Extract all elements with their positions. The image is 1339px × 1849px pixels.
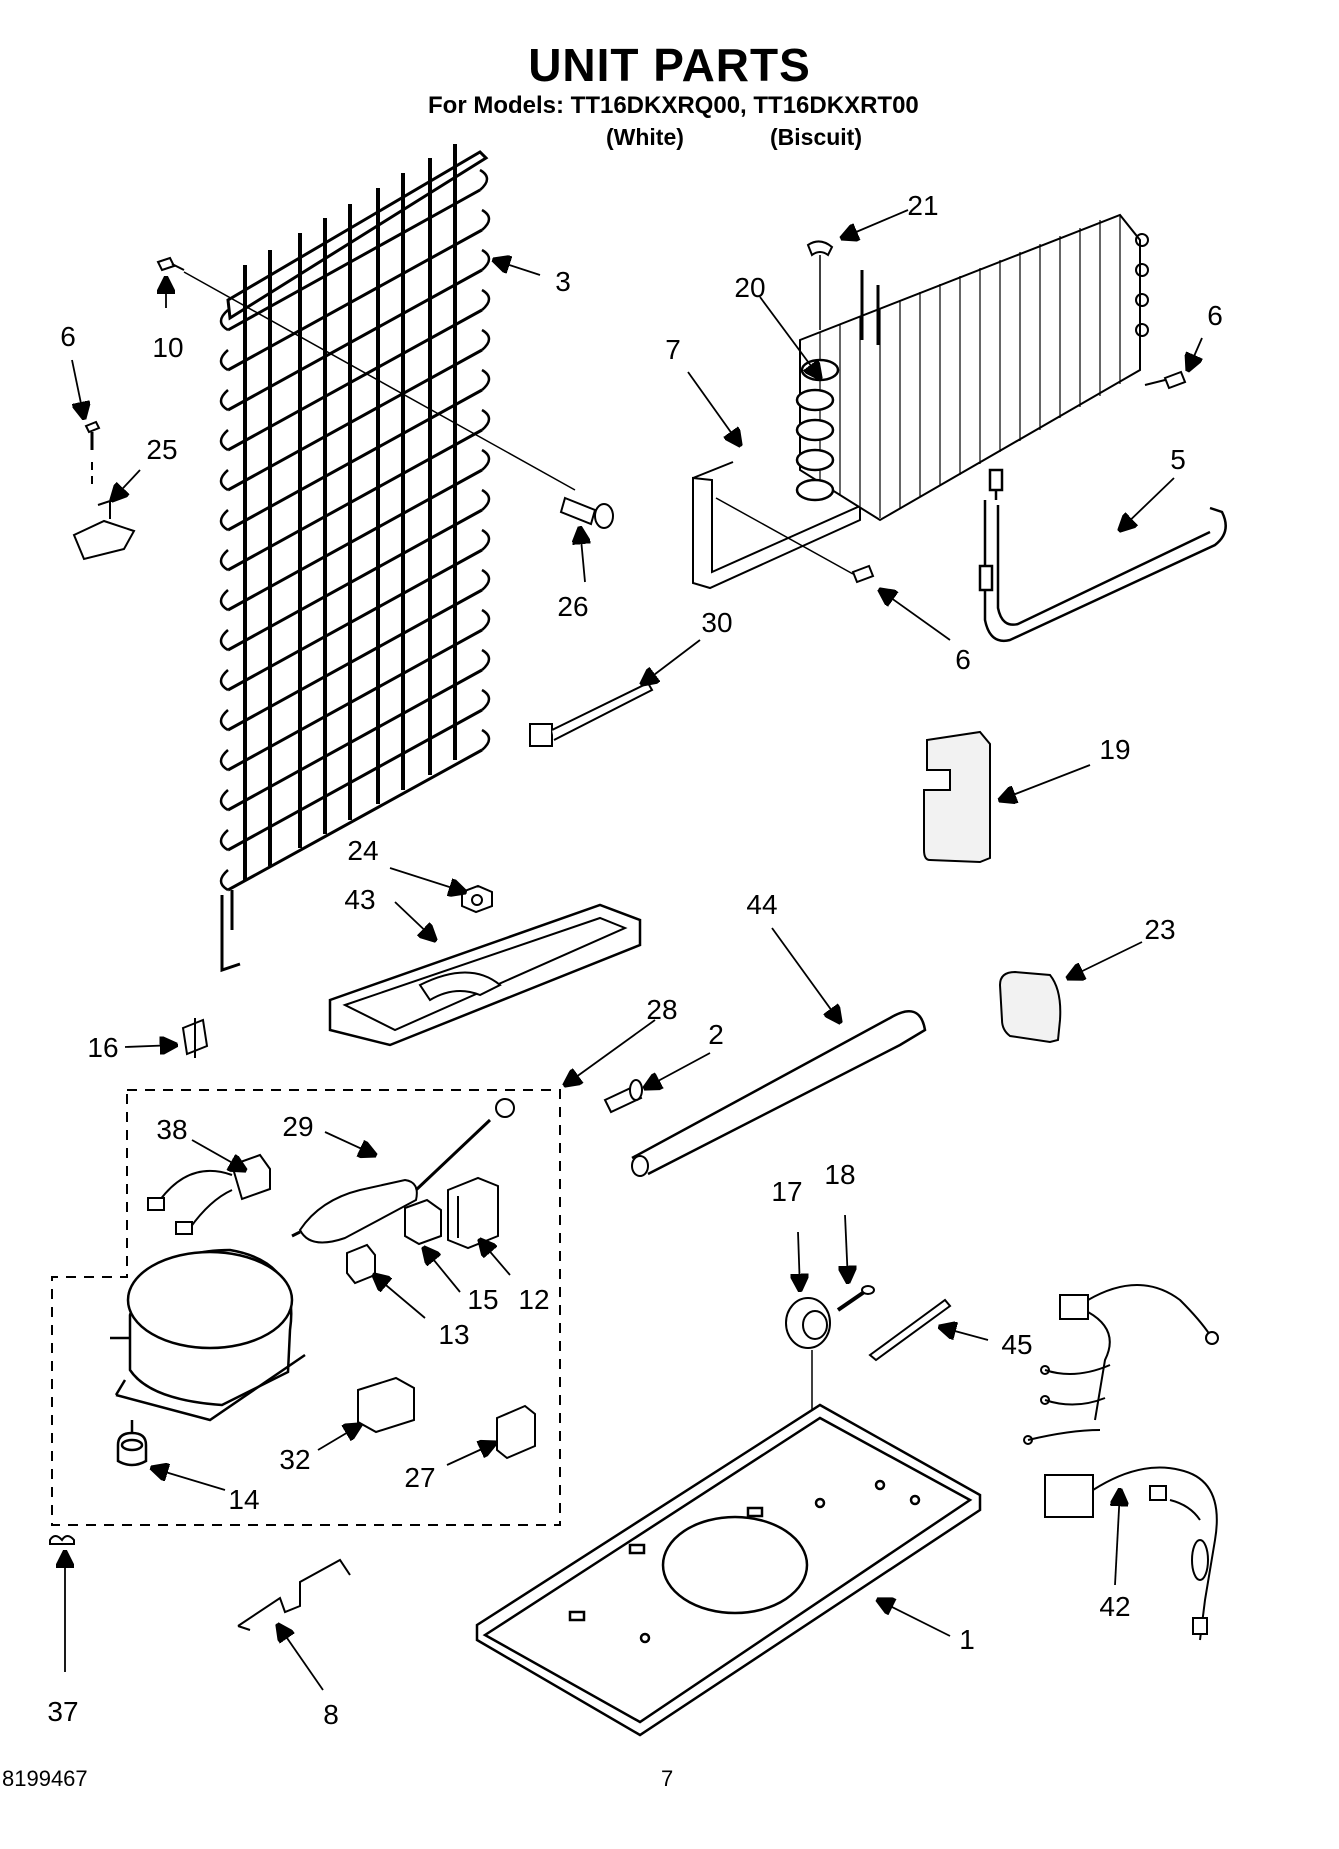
condenser-coil [219,144,491,973]
pin-18 [836,1285,875,1312]
callout-44: 44 [746,889,778,920]
callout-16: 16 [87,1032,119,1063]
defrost-heater-4 [978,468,1227,643]
callout-37: 37 [47,1696,79,1727]
capacitor-32 [357,1376,415,1434]
callout-17: 17 [771,1176,803,1207]
clip-25 [72,499,136,561]
callout-29: 29 [282,1111,314,1142]
callout-28: 28 [646,994,678,1025]
callout-24: 24 [347,835,379,866]
callout-4: 5 [1170,444,1186,475]
document-number: 8199467 [2,1766,88,1791]
callout-26: 26 [557,591,589,622]
callout-25: 25 [146,434,178,465]
base-pan-1 [475,1403,982,1737]
callout-6-upper: 6 [1207,300,1223,331]
terminal-13 [346,1243,376,1285]
clip-16 [181,1018,209,1058]
screw-5 [84,420,101,490]
insulation-23 [998,970,1062,1044]
callout-14: 14 [228,1484,260,1515]
callout-19: 19 [1099,734,1131,765]
insulation-19 [923,730,991,864]
roller-17 [785,1297,831,1500]
callout-leaders [65,209,1203,1691]
connector-27 [496,1404,536,1460]
drain-tube-44 [631,1010,927,1177]
callout-6-lower: 6 [955,644,971,675]
variant-white: (White) [606,124,684,150]
screw-6-lower [715,497,875,584]
wiring-harness-42 [1023,1284,1219,1641]
ferrule-2 [603,1079,643,1114]
callout-13: 13 [438,1319,470,1350]
callout-20: 20 [734,272,766,303]
callout-32: 32 [279,1444,311,1475]
clip-37 [49,1535,75,1545]
overload-38 [147,1153,271,1235]
callout-1: 1 [959,1624,975,1655]
callout-10: 10 [152,332,184,363]
callout-45: 45 [1001,1329,1033,1360]
grommet-26 [559,496,614,529]
page-number: 7 [661,1766,674,1791]
callout-8: 8 [323,1699,339,1730]
compressor-kit-box-28 [51,1089,561,1526]
variant-biscuit: (Biscuit) [770,124,862,150]
callout-15: 15 [467,1284,499,1315]
drain-pan-43 [328,884,642,1047]
screw-10 [156,256,576,491]
bracket-8 [237,1558,351,1631]
callout-3: 3 [555,266,571,297]
callout-7: 7 [665,334,681,365]
drier-29 [291,1098,515,1244]
callout-12: 12 [518,1284,550,1315]
callout-5: 6 [60,321,76,352]
callout-18: 18 [824,1159,856,1190]
callout-2: 2 [708,1019,724,1050]
compressor [110,1248,306,1467]
screw-6-upper [1144,370,1187,390]
rod-45 [868,1298,952,1362]
callout-30: 30 [701,607,733,638]
relay-15 [404,1198,442,1246]
callout-21: 21 [907,190,939,221]
cable-tie-30 [529,681,654,747]
evaporator-assembly [692,213,1149,590]
callout-43: 43 [344,884,376,915]
page-title: UNIT PARTS [528,39,811,91]
callout-42: 42 [1099,1591,1131,1622]
callout-38: 38 [156,1114,188,1145]
cover-12 [447,1176,499,1250]
models-line: For Models: TT16DKXRQ00, TT16DKXRT00 [428,92,919,119]
callout-27: 27 [404,1462,436,1493]
callout-23: 23 [1144,914,1176,945]
